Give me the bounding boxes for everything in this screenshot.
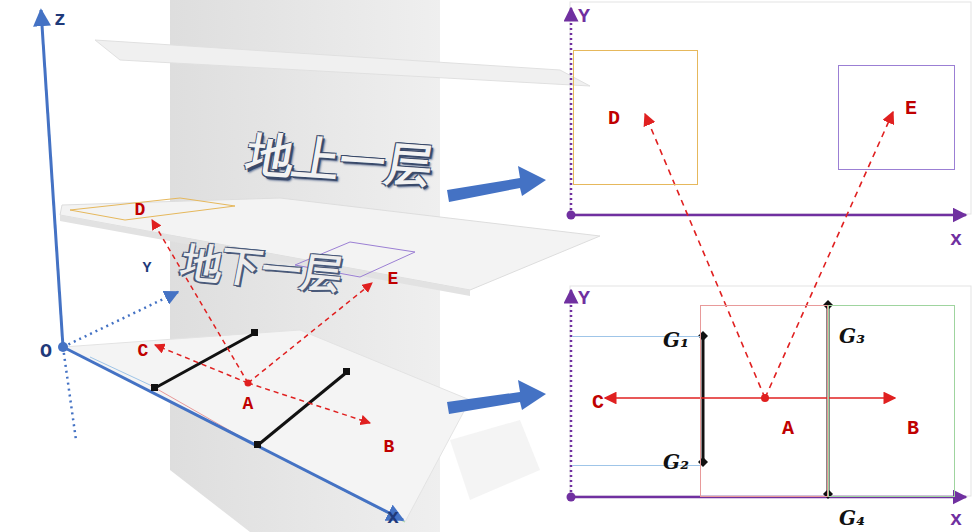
point-label: E [388,270,399,288]
corridor-zone: C [572,336,700,466]
point-dot [761,394,769,402]
gate-label: G₂ [663,452,689,472]
zone-box: A [700,305,828,497]
dashed-arrow [645,114,765,398]
point-label: A [782,419,794,439]
axis-label: z [54,10,66,30]
gate-label: G₃ [839,326,865,346]
direction-arrow [605,397,765,399]
direction-arrow [765,397,895,399]
room-zone: D [573,50,698,185]
point-label: A [243,395,254,413]
axis-label: x [950,230,962,250]
gate-label: G₁ [663,330,689,350]
point-label: C [138,342,149,360]
gate-label: G₄ [839,508,865,528]
origin-label: O [40,342,52,362]
point-label: D [608,109,620,129]
axis-label: Y [578,289,590,309]
room-zone: E [838,65,955,170]
point-label: C [592,393,604,413]
point-label: B [384,438,395,456]
point-label: E [905,99,917,119]
axis-label: x [950,510,962,530]
floor-title: 地上一层 [244,131,436,189]
axis-label: Y [578,7,590,27]
dashed-arrow [765,112,893,398]
axis-label: x [387,508,399,528]
point-label: B [907,419,919,439]
axis-label: Y [142,261,151,276]
point-label: D [135,201,146,219]
